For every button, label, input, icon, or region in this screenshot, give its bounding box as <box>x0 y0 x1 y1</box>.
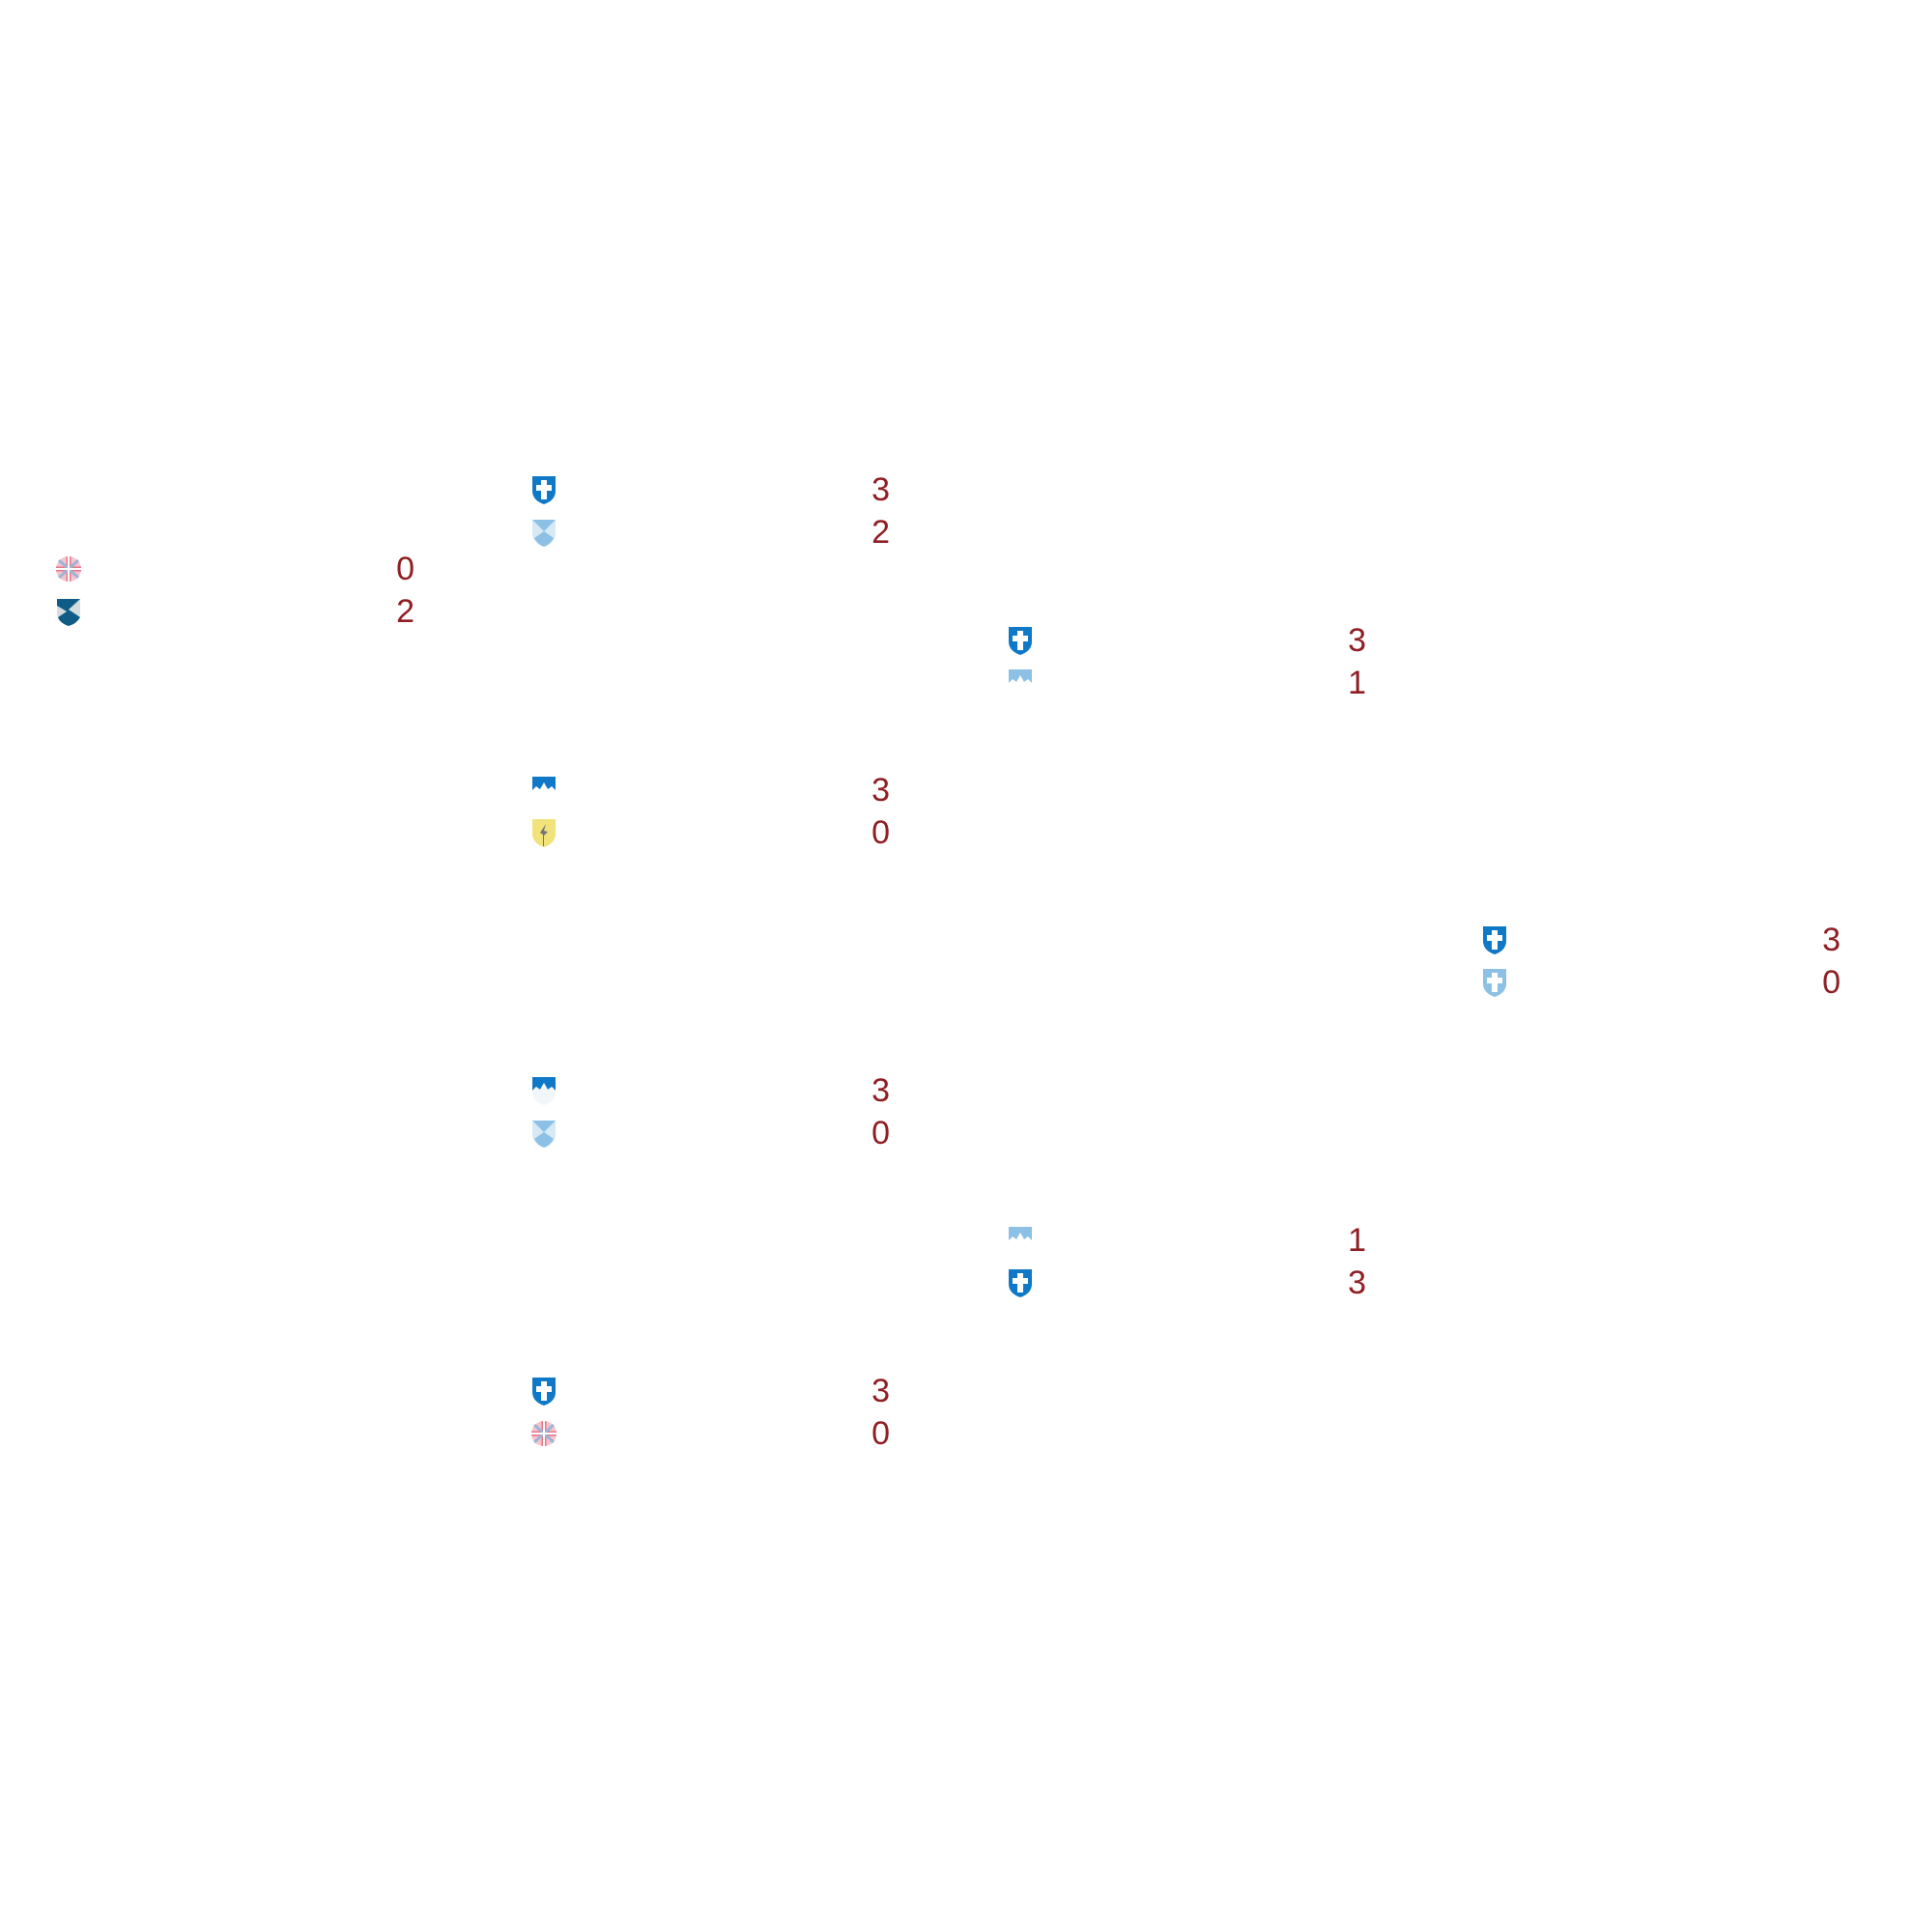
match-final[interactable]: 3 0 <box>1481 921 1848 1008</box>
light-mountain-crest-icon <box>1007 668 1034 698</box>
cross-shield-crest-icon <box>1007 1267 1034 1298</box>
mountain-shield-crest-icon <box>530 1075 557 1106</box>
team-row[interactable]: 1 <box>1007 1221 1374 1260</box>
team-score: 1 <box>1348 1222 1366 1259</box>
team-row[interactable]: 3 <box>1007 621 1374 660</box>
match-round2-4[interactable]: 3 0 <box>530 1372 898 1459</box>
team-score: 3 <box>1348 1264 1366 1301</box>
team-row[interactable]: 0 <box>530 1414 898 1453</box>
union-jack-crest-icon <box>55 554 82 584</box>
team-score: 2 <box>396 593 414 630</box>
team-score: 1 <box>1348 665 1366 701</box>
cross-shield-crest-icon <box>530 474 557 505</box>
team-row[interactable]: 0 <box>55 550 422 588</box>
team-score: 0 <box>871 814 890 851</box>
match-round3-1[interactable]: 3 1 <box>1007 621 1374 708</box>
match-round3-2[interactable]: 1 3 <box>1007 1221 1374 1308</box>
team-row[interactable]: 0 <box>1481 963 1848 1002</box>
team-score: 2 <box>871 514 890 551</box>
team-score: 3 <box>871 1072 890 1109</box>
team-score: 3 <box>1822 922 1841 958</box>
match-round1-1[interactable]: 0 2 <box>55 550 422 637</box>
team-score: 0 <box>396 551 414 587</box>
wave-shield-crest-icon <box>55 596 82 627</box>
team-score: 3 <box>1348 622 1366 659</box>
team-row[interactable]: 2 <box>55 592 422 631</box>
team-row[interactable]: 3 <box>530 470 898 509</box>
team-row[interactable]: 3 <box>1481 921 1848 959</box>
match-round2-1[interactable]: 3 2 <box>530 470 898 557</box>
team-row[interactable]: 0 <box>530 813 898 852</box>
team-score: 0 <box>871 1415 890 1452</box>
team-row[interactable]: 2 <box>530 513 898 552</box>
mountain-shield-crest-icon <box>530 775 557 806</box>
cross-shield-crest-icon <box>1007 625 1034 656</box>
team-score: 0 <box>871 1115 890 1151</box>
torch-shield-crest-icon <box>530 817 557 848</box>
team-row[interactable]: 1 <box>1007 664 1374 702</box>
team-row[interactable]: 3 <box>530 1372 898 1410</box>
light-cross-shield-crest-icon <box>1481 967 1508 998</box>
team-row[interactable]: 3 <box>530 771 898 810</box>
team-score: 3 <box>871 772 890 809</box>
team-row[interactable]: 3 <box>1007 1264 1374 1302</box>
team-score: 3 <box>871 471 890 508</box>
match-round2-3[interactable]: 3 0 <box>530 1071 898 1158</box>
team-row[interactable]: 0 <box>530 1114 898 1152</box>
chevron-shield-crest-icon <box>530 1118 557 1149</box>
union-jack-crest-icon <box>530 1418 557 1449</box>
team-score: 3 <box>871 1373 890 1409</box>
cross-shield-crest-icon <box>1481 924 1508 955</box>
match-round2-2[interactable]: 3 0 <box>530 771 898 858</box>
team-row[interactable]: 3 <box>530 1071 898 1110</box>
light-mountain-crest-icon <box>1007 1225 1034 1256</box>
chevron-shield-crest-icon <box>530 517 557 548</box>
cross-shield-crest-icon <box>530 1376 557 1406</box>
team-score: 0 <box>1822 964 1841 1001</box>
